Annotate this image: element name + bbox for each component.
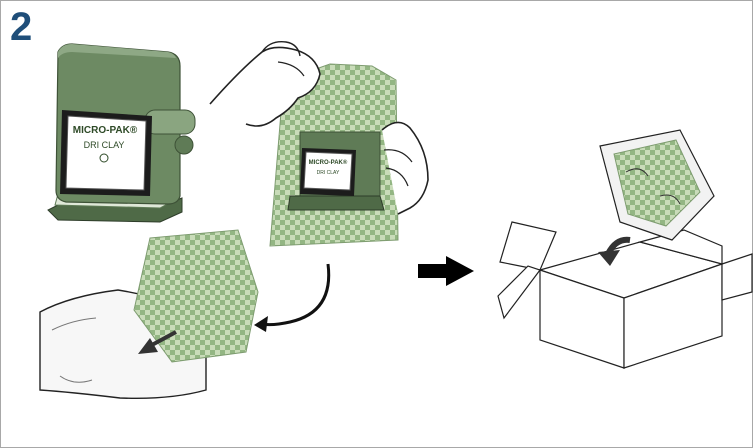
desiccant-brand: MICRO-PAK® (73, 125, 138, 136)
pouch-pulling-scene: MICRO-PAK® DRI CLAY (210, 42, 428, 246)
open-box-scene (498, 130, 752, 368)
bag-insertion-scene (40, 230, 258, 398)
pouch-label-brand: MICRO-PAK® (309, 159, 348, 166)
pouch-label-product: DRI CLAY (317, 170, 340, 176)
curved-arrow-icon (254, 264, 329, 332)
desiccant-product: DRI CLAY (84, 140, 125, 150)
right-arrow-icon (418, 256, 474, 286)
green-item: MICRO-PAK® DRI CLAY (48, 44, 195, 222)
